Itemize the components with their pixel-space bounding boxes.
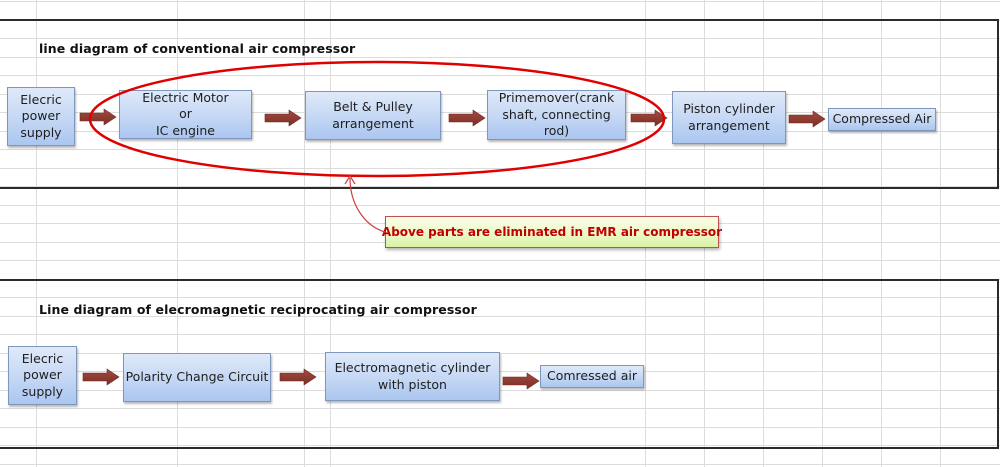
block-piston-cylinder: Piston cylinder arrangement (672, 91, 786, 144)
block-comressed-air: Comressed air (540, 365, 644, 388)
conventional-diagram-panel (0, 19, 999, 189)
emr-diagram-title: Line diagram of elecromagnetic reciproca… (39, 302, 477, 317)
block-primemover: Primemover(crank shaft, connecting rod) (487, 90, 626, 140)
block-electromagnetic-cylinder: Electromagnetic cylinder with piston (325, 352, 500, 401)
block-electric-power-supply-2: Elecric power supply (8, 346, 77, 405)
eliminated-parts-callout: Above parts are eliminated in EMR air co… (382, 216, 722, 248)
block-electric-power-supply: Elecric power supply (7, 87, 75, 146)
block-polarity-change-circuit: Polarity Change Circuit (123, 353, 271, 402)
block-compressed-air: Compressed Air (828, 108, 936, 131)
conventional-diagram-title: line diagram of conventional air compres… (39, 41, 356, 56)
emr-diagram-panel (0, 279, 999, 449)
block-belt-pulley: Belt & Pulley arrangement (305, 91, 441, 140)
block-electric-motor-ic-engine: Electric Motor or IC engine (119, 90, 252, 139)
